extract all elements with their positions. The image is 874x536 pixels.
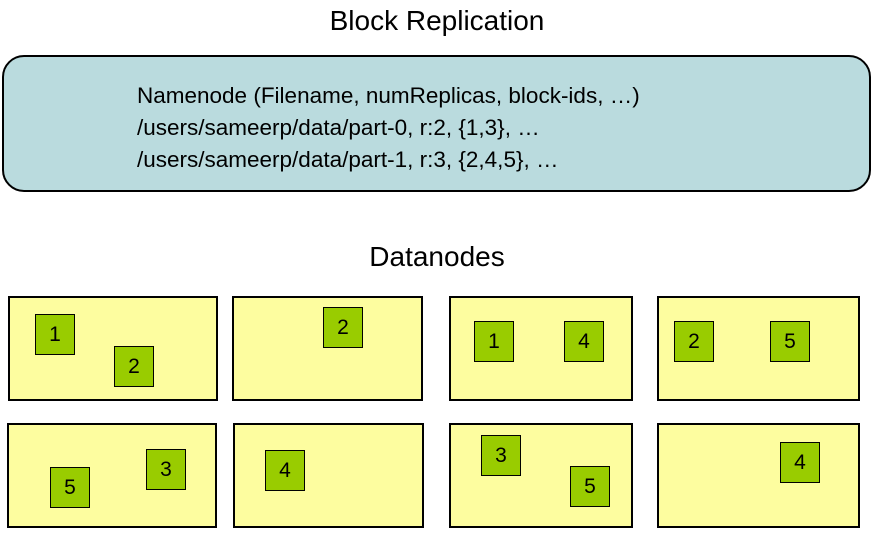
block-badge-4: 4 [564,321,604,362]
page-title: Block Replication [329,5,545,36]
block-badge-2: 2 [674,321,714,362]
datanode-box-2: 2 [232,296,423,401]
block-badge-5: 5 [570,466,610,507]
block-badge-2: 2 [114,346,154,387]
block-badge-3: 3 [146,449,186,490]
block-badge-4: 4 [780,442,820,483]
block-badge-4: 4 [265,450,305,491]
block-badge-1: 1 [35,314,75,355]
block-badge-1: 1 [474,321,514,362]
namenode-header-line: Namenode (Filename, numReplicas, block-i… [137,83,640,108]
block-badge-3: 3 [481,435,521,476]
namenode-file-entry: /users/sameerp/data/part-1, r:3, {2,4,5}… [137,147,559,172]
namenode-file-entry: /users/sameerp/data/part-0, r:2, {1,3}, … [137,115,540,140]
block-badge-5: 5 [50,467,90,508]
block-badge-5: 5 [770,321,810,362]
datanode-box-8: 4 [657,423,860,528]
namenode-text: Namenode (Filename, numReplicas, block-i… [137,80,640,176]
datanodes-heading: Datanodes [369,241,505,272]
block-badge-2: 2 [323,307,363,348]
datanode-box-6: 4 [233,423,424,528]
namenode-box: Namenode (Filename, numReplicas, block-i… [2,55,871,192]
